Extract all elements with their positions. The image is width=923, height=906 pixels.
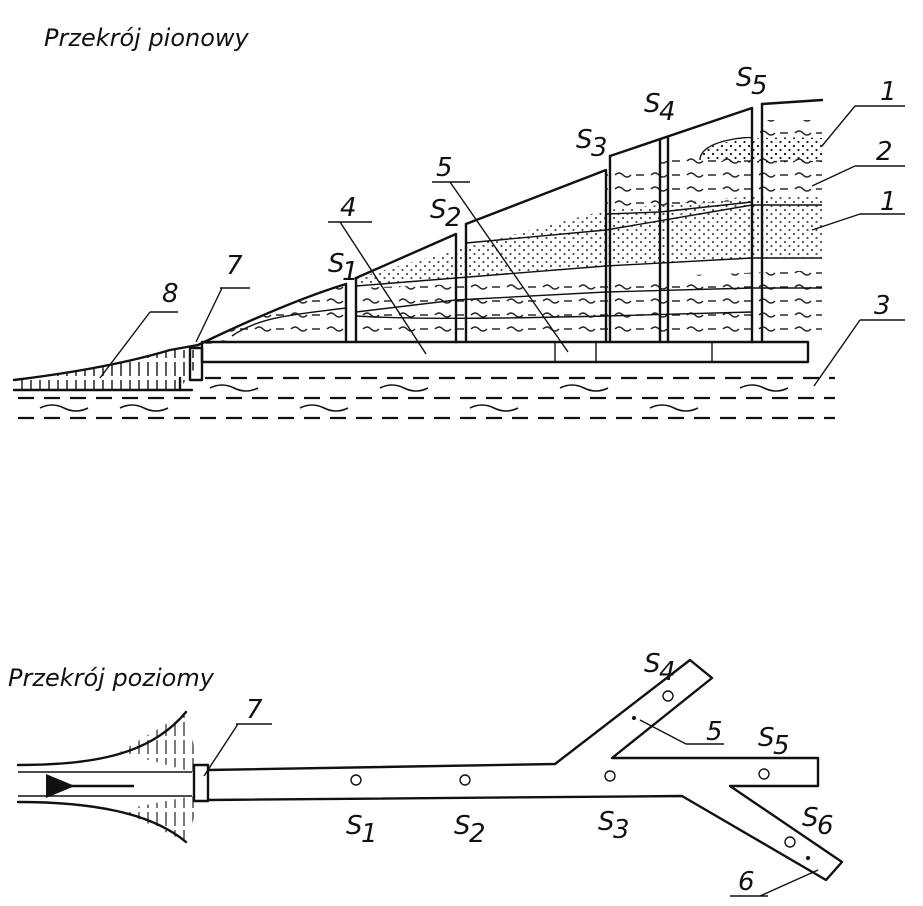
plan-label-s5: S 5 (758, 723, 790, 761)
svg-text:6: 6 (738, 867, 755, 897)
svg-text:S: S (598, 807, 615, 837)
shaft-label-s3: S 3 (576, 125, 608, 163)
svg-text:1: 1 (342, 257, 359, 287)
svg-text:1: 1 (361, 819, 378, 849)
svg-text:S: S (736, 63, 753, 93)
plan-label-s4: S 4 (644, 649, 676, 687)
svg-text:5: 5 (773, 731, 790, 761)
svg-text:4: 4 (659, 657, 676, 687)
svg-text:4: 4 (340, 193, 357, 223)
shaft-label-s4: S 4 (644, 89, 676, 127)
callout-3: 3 (813, 291, 905, 387)
svg-text:5: 5 (751, 71, 768, 101)
callout-4: 4 (328, 193, 427, 355)
vertical-section-title: Przekrój pionowy (44, 24, 250, 52)
aquifer-layer (18, 376, 835, 420)
callout-1-top: 1 (821, 77, 905, 147)
shaft-label-s2: S 2 (430, 195, 462, 233)
svg-text:S: S (644, 649, 661, 679)
svg-text:7: 7 (226, 251, 243, 281)
geology-layers (200, 120, 822, 346)
svg-text:5: 5 (706, 717, 723, 747)
svg-text:3: 3 (874, 291, 891, 321)
svg-text:2: 2 (445, 203, 462, 233)
svg-text:2: 2 (876, 137, 893, 167)
svg-text:4: 4 (659, 97, 676, 127)
svg-text:6: 6 (817, 811, 834, 841)
svg-text:8: 8 (162, 279, 179, 309)
outlet-structure (192, 763, 210, 803)
outlet-channel (16, 710, 200, 844)
plan-label-s3: S 3 (598, 807, 630, 845)
slope-embankment (12, 343, 200, 392)
svg-text:7: 7 (246, 695, 263, 725)
plan-callout-6: 6 (730, 867, 819, 897)
svg-text:1: 1 (880, 77, 897, 107)
svg-text:5: 5 (436, 153, 453, 183)
callout-7: 7 (195, 251, 250, 343)
svg-text:2: 2 (469, 819, 486, 849)
shafts-vertical (196, 98, 824, 347)
plan-callout-5: 5 (639, 717, 724, 747)
callout-8: 8 (99, 279, 179, 379)
svg-text:3: 3 (591, 133, 608, 163)
callout-1-mid: 1 (811, 187, 905, 231)
plan-callout-7: 7 (203, 695, 272, 777)
vertical-section: S 1 S 2 S 3 S 4 S 5 1 2 1 (12, 63, 905, 420)
horizontal-section-title: Przekrój poziomy (8, 664, 215, 692)
svg-text:S: S (328, 249, 345, 279)
shaft-label-s1: S 1 (328, 249, 359, 287)
svg-text:3: 3 (613, 815, 630, 845)
svg-text:S: S (644, 89, 661, 119)
callout-2: 2 (811, 137, 905, 187)
drainage-gallery (200, 340, 810, 364)
svg-text:S: S (576, 125, 593, 155)
svg-text:S: S (454, 811, 471, 841)
gallery-plan (206, 658, 844, 882)
svg-text:1: 1 (880, 187, 897, 217)
svg-text:S: S (346, 811, 363, 841)
svg-text:S: S (430, 195, 447, 225)
plan-label-s1: S 1 (346, 811, 378, 849)
plan-label-s2: S 2 (454, 811, 486, 849)
plan-label-s6: S 6 (802, 803, 834, 841)
shaft-label-s5: S 5 (736, 63, 768, 101)
callout-5: 5 (432, 153, 569, 353)
horizontal-section: S 1 S 2 S 3 S 4 S 5 S 6 5 6 (16, 649, 844, 897)
svg-text:S: S (802, 803, 819, 833)
drain-outlet (178, 346, 204, 392)
svg-text:S: S (758, 723, 775, 753)
